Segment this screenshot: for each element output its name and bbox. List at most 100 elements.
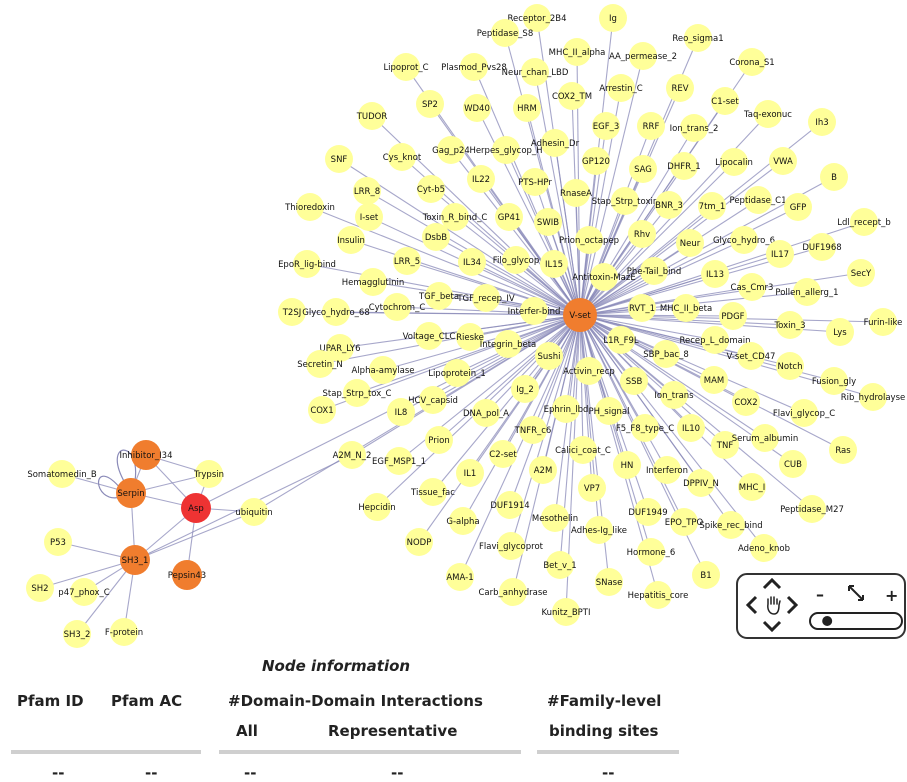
node-gfp[interactable]: GFP (784, 193, 812, 221)
node-phe-tail-bind[interactable]: Phe-Tail_bind (627, 257, 682, 285)
node-circle[interactable] (562, 179, 590, 207)
node-circle[interactable] (359, 268, 387, 296)
network-graph[interactable]: V-setAspInhibitor_I34SerpinSH3_1Pepsin43… (0, 0, 907, 650)
node-pepsin43[interactable]: Pepsin43 (168, 560, 206, 590)
node-circle[interactable] (737, 342, 765, 370)
node-circle[interactable] (540, 250, 568, 278)
node-p53[interactable]: P53 (44, 528, 72, 556)
node-adhes-ig-like[interactable]: Adhes-Ig_like (571, 516, 627, 544)
node-circle[interactable] (308, 396, 336, 424)
node-circle[interactable] (63, 620, 91, 648)
node-integrin-beta[interactable]: Integrin_beta (480, 330, 537, 358)
node-ion-trans[interactable]: Ion_trans (654, 381, 694, 409)
node-inhibitor-i34[interactable]: Inhibitor_I34 (119, 440, 173, 470)
node-stap-strp-toxin[interactable]: Stap_Strp_toxin (592, 187, 659, 215)
node-circle[interactable] (590, 263, 618, 291)
node-dppiv-n[interactable]: DPPIV_N (683, 469, 719, 497)
node-circle[interactable] (607, 74, 635, 102)
node-circle[interactable] (338, 441, 366, 469)
node-circle[interactable] (637, 112, 665, 140)
node-circle[interactable] (687, 469, 715, 497)
node-upar-ly6[interactable]: UPAR_LY6 (320, 334, 361, 362)
node-circle[interactable] (441, 203, 469, 231)
node-circle[interactable] (552, 395, 580, 423)
pan-right-arrow-icon[interactable] (786, 595, 799, 615)
zoom-in-button[interactable]: + (885, 586, 898, 605)
node-circle[interactable] (631, 414, 659, 442)
node-egf-3[interactable]: EGF_3 (592, 112, 620, 140)
node-b1[interactable]: B1 (692, 561, 720, 589)
node-circle[interactable] (644, 581, 672, 609)
node-circle[interactable] (495, 203, 523, 231)
node-ph-signal[interactable]: PH_signal (589, 397, 630, 425)
node-toxin-3[interactable]: Toxin_3 (773, 311, 806, 339)
node-circle[interactable] (655, 191, 683, 219)
node-circle[interactable] (456, 323, 484, 351)
node-circle[interactable] (595, 397, 623, 425)
node-circle[interactable] (70, 578, 98, 606)
node-prion[interactable]: Prion (425, 426, 453, 454)
node-circle[interactable] (425, 426, 453, 454)
node-circle[interactable] (472, 399, 500, 427)
node-circle[interactable] (293, 250, 321, 278)
node-rev[interactable]: REV (666, 74, 694, 102)
node-circle[interactable] (552, 598, 580, 626)
node-circle[interactable] (181, 493, 211, 523)
node-circle[interactable] (523, 4, 551, 32)
node-ssb[interactable]: SSB (620, 367, 648, 395)
node-hepcidin[interactable]: Hepcidin (358, 493, 396, 521)
node-circle[interactable] (766, 240, 794, 268)
node-circle[interactable] (355, 203, 383, 231)
node-circle[interactable] (629, 155, 657, 183)
node-circle[interactable] (496, 491, 524, 519)
node-circle[interactable] (585, 516, 613, 544)
node-circle[interactable] (779, 450, 807, 478)
pan-left-arrow-icon[interactable] (745, 595, 758, 615)
node-circle[interactable] (296, 193, 324, 221)
node-glyco-hydro-6[interactable]: Glyco_hydro_6 (713, 226, 775, 254)
node-arrestin-c[interactable]: Arrestin_C (599, 74, 643, 102)
node-il22[interactable]: IL22 (467, 165, 495, 193)
node-fusion-gly[interactable]: Fusion_gly (812, 367, 856, 395)
node-cub[interactable]: CUB (779, 450, 807, 478)
node-circle[interactable] (637, 538, 665, 566)
node-t2sj[interactable]: T2SJ (278, 298, 306, 326)
node-peptidase-s8[interactable]: Peptidase_S8 (477, 19, 533, 47)
node-f5-f8-type-c[interactable]: F5_F8_type_C (616, 414, 674, 442)
node-circle[interactable] (534, 208, 562, 236)
node-nodp[interactable]: NODP (405, 528, 433, 556)
node-adhesin-dr[interactable]: Adhesin_Dr (531, 129, 580, 157)
node-circle[interactable] (48, 460, 76, 488)
node-taq-exonuc[interactable]: Taq-exonuc (743, 100, 792, 128)
node-circle[interactable] (629, 42, 657, 70)
node-trypsin[interactable]: Trypsin (193, 460, 224, 488)
node-tudor[interactable]: TUDOR (356, 102, 388, 130)
node-circle[interactable] (343, 379, 371, 407)
node-circle[interactable] (711, 87, 739, 115)
node-dhfr-1[interactable]: DHFR_1 (667, 152, 701, 180)
node-circle[interactable] (325, 145, 353, 173)
node-i-set[interactable]: I-set (355, 203, 383, 231)
node-circle[interactable] (388, 143, 416, 171)
node-sh2[interactable]: SH2 (26, 574, 54, 602)
node-tgf-recep-iv[interactable]: TGF_recep_IV (456, 284, 515, 312)
node-egf-msp1-1[interactable]: EGF_MSP1_1 (372, 447, 426, 475)
node-il1[interactable]: IL1 (456, 459, 484, 487)
node-peptidase-m27[interactable]: Peptidase_M27 (780, 495, 844, 523)
node-peptidase-c1[interactable]: Peptidase_C1 (730, 186, 787, 214)
node-circle[interactable] (652, 340, 680, 368)
node-tnf[interactable]: TNF (711, 431, 739, 459)
node-circle[interactable] (337, 226, 365, 254)
node-sag[interactable]: SAG (629, 155, 657, 183)
node-circle[interactable] (494, 330, 522, 358)
node-v-set[interactable]: V-set (563, 298, 597, 332)
node-pollen-allerg-1[interactable]: Pollen_allerg_1 (775, 278, 839, 306)
node-circle[interactable] (578, 474, 606, 502)
node-sp2[interactable]: SP2 (416, 90, 444, 118)
node-circle[interactable] (660, 381, 688, 409)
node-snase[interactable]: SNase (595, 568, 623, 596)
node-circle[interactable] (492, 136, 520, 164)
node-dna-pol-a[interactable]: DNA_pol_A (463, 399, 509, 427)
node-circle[interactable] (383, 293, 411, 321)
node-circle[interactable] (116, 478, 146, 508)
